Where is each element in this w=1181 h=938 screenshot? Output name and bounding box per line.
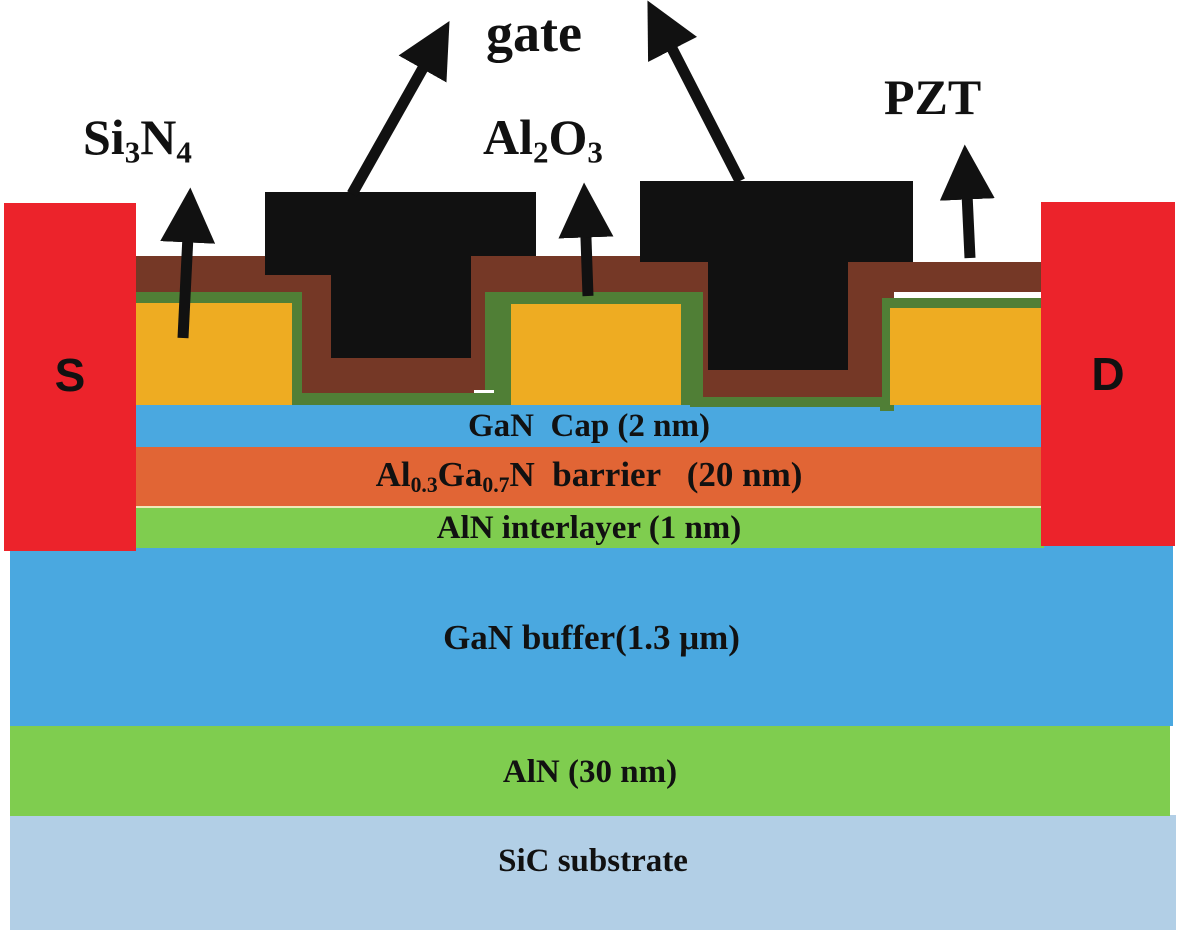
barrier-ga-fraction: 0.7 <box>482 473 510 498</box>
gan-cap-label: GaN Cap (2 nm) <box>467 408 710 444</box>
si3n4-sub1: 3 <box>124 134 141 170</box>
gate-right-arrow <box>647 0 745 184</box>
si3n4-block-left <box>134 303 292 405</box>
al2o3-base: Al <box>483 109 533 165</box>
gan-buffer-layer: GaN buffer(1.3 μm) <box>10 546 1173 726</box>
aln-nucleation-layer: AlN (30 nm) <box>10 726 1170 816</box>
si3n4-mid: N <box>140 109 177 165</box>
aln-nucleation-label: AlN (30 nm) <box>502 754 678 790</box>
gate-label: gate <box>486 3 582 63</box>
algan-barrier-label: Al0.3Ga0.7N barrier (20 nm) <box>134 455 1044 498</box>
si3n4-sub2: 4 <box>176 134 192 170</box>
aln-interlayer: AlN interlayer (1 nm) <box>134 506 1044 548</box>
si3n4-arrow <box>160 187 216 339</box>
pzt-arrow <box>939 144 995 259</box>
sic-substrate-label: SiC substrate <box>498 843 688 879</box>
sic-substrate-layer: SiC substrate <box>10 815 1176 930</box>
al2o3-mid: O <box>548 109 588 165</box>
barrier-rest-text: N barrier (20 nm) <box>509 455 803 494</box>
gan-buffer-label: GaN buffer(1.3 μm) <box>443 618 740 657</box>
source-label: S <box>54 349 86 401</box>
pzt-label: PZT <box>884 69 982 125</box>
aln-interlayer-label: AlN interlayer (1 nm) <box>436 510 742 546</box>
gate-left-arrow <box>347 21 450 197</box>
drain-label: D <box>1091 348 1125 400</box>
barrier-al-fraction: 0.3 <box>410 473 438 498</box>
notch-mark <box>474 390 494 393</box>
gate-left <box>265 192 536 358</box>
gan-cap-layer: GaN Cap (2 nm) <box>134 405 1044 447</box>
source-electrode: S <box>4 203 136 551</box>
si3n4-block-right <box>890 308 1043 405</box>
al2o3-arrow <box>558 182 614 297</box>
si3n4-label: Si3N4 <box>83 108 192 168</box>
barrier-ga-text: Ga <box>437 455 483 494</box>
si3n4-base: Si <box>83 109 125 165</box>
algan-barrier-layer: Al0.3Ga0.7N barrier (20 nm) <box>134 447 1044 506</box>
gate-right <box>640 181 913 370</box>
si3n4-block-middle <box>511 304 681 405</box>
al2o3-label: Al2O3 <box>483 108 603 168</box>
drain-electrode: D <box>1041 202 1175 546</box>
al2o3-sub1: 2 <box>533 134 549 170</box>
barrier-al-text: Al <box>375 455 411 494</box>
al2o3-sub2: 3 <box>587 134 603 170</box>
